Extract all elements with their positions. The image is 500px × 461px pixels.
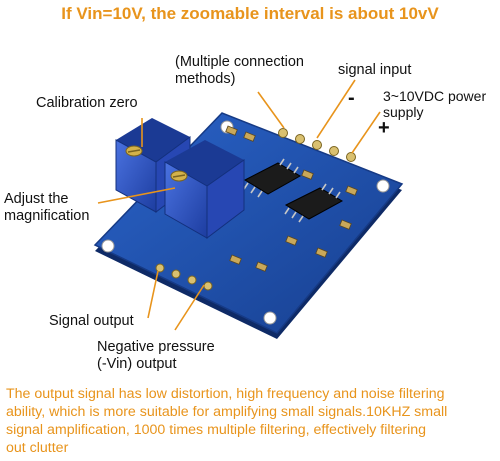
description-text: The output signal has low distortion, hi… (6, 386, 448, 456)
label-signal-output: Signal output (49, 313, 134, 329)
op-amp-chip-2 (284, 183, 344, 223)
op-amp-chip-1 (243, 158, 302, 198)
input-header-pads (278, 128, 356, 162)
smd-components (225, 125, 358, 272)
potentiometer-magnification (164, 140, 245, 240)
label-plus-sign: + (378, 117, 390, 139)
label-calibration-zero: Calibration zero (36, 95, 138, 111)
label-connection-methods: (Multiple connection methods) (175, 54, 304, 87)
label-negative-pressure: Negative pressure (-Vin) output (97, 339, 215, 372)
output-header-pads (155, 263, 213, 291)
callout-lines (97, 79, 381, 331)
label-minus-sign: - (348, 87, 355, 109)
label-power-supply: 3~10VDC power supply (383, 88, 487, 120)
page-title: If Vin=10V, the zoomable interval is abo… (61, 4, 439, 23)
label-signal-input: signal input (338, 62, 412, 78)
label-adjust-magnification: Adjust the magnification (4, 191, 90, 224)
